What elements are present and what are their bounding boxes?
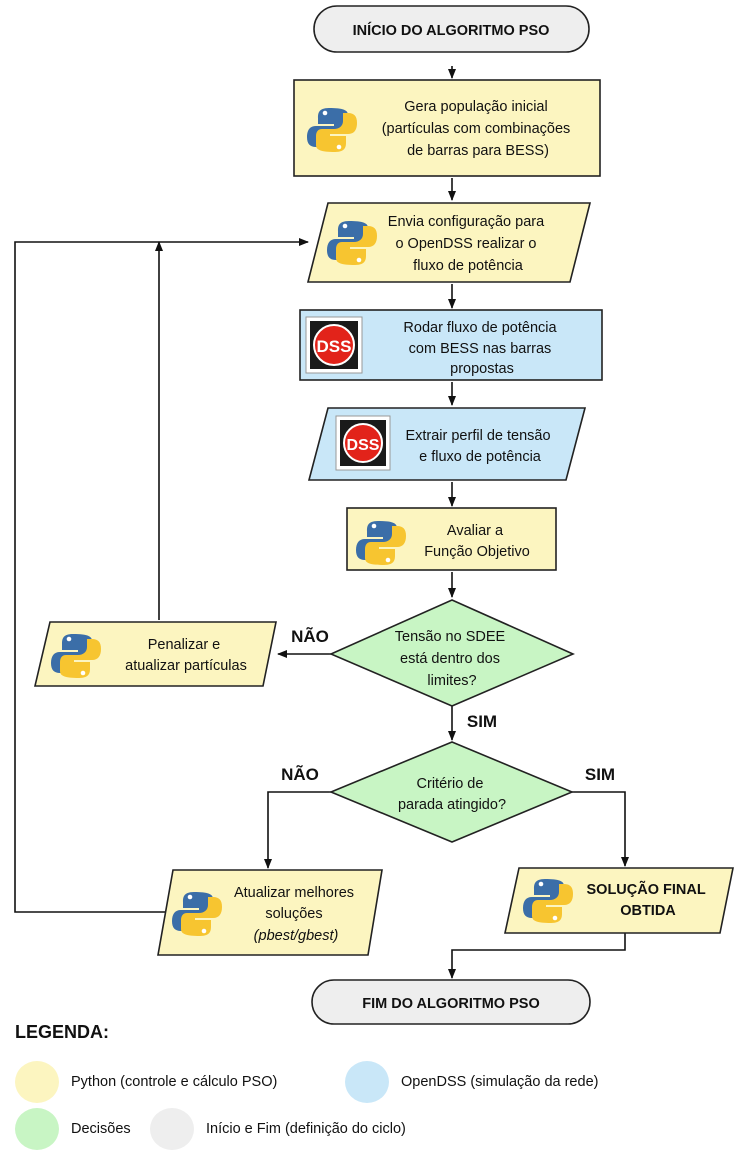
send-config-shape bbox=[306, 202, 592, 283]
penalize-label: Penalizar e atualizar partículas bbox=[125, 637, 247, 674]
stop-criterion-shape bbox=[328, 741, 575, 843]
penalize-shape bbox=[33, 621, 277, 687]
legend-label-decision: Decisões bbox=[71, 1121, 131, 1137]
final-solution-node: SOLUÇÃO FINAL OBTIDA bbox=[504, 867, 734, 934]
start-node-shape bbox=[313, 5, 590, 53]
voltage-check-shape bbox=[329, 599, 575, 707]
update-best-shape bbox=[157, 869, 383, 956]
opendss-logo-icon: DSS bbox=[305, 316, 363, 374]
legend-swatch-opendss bbox=[345, 1061, 389, 1103]
penalize-node: Penalizar e atualizar partículas bbox=[33, 621, 277, 687]
update-best-label: Atualizar melhores soluções (pbest/gbest… bbox=[234, 885, 358, 944]
edge-label-stop-no: NÃO bbox=[281, 764, 319, 784]
legend-label-python: Python (controle e cálculo PSO) bbox=[71, 1074, 278, 1090]
legend-swatch-decision bbox=[15, 1108, 59, 1150]
end-node-label: FIM DO ALGORITMO PSO bbox=[362, 996, 539, 1012]
legend-swatch-python bbox=[15, 1061, 59, 1103]
evaluate-objective-node: Avaliar a Função Objetivo bbox=[346, 507, 557, 571]
start-node-label: INÍCIO DO ALGORITMO PSO bbox=[353, 22, 550, 39]
svg-text:DSS: DSS bbox=[317, 337, 352, 356]
final-solution-label: SOLUÇÃO FINAL OBTIDA bbox=[587, 880, 710, 919]
legend-item-opendss: OpenDSS (simulação da rede) bbox=[345, 1061, 598, 1103]
stop-criterion-decision: Critério de parada atingido? bbox=[328, 741, 575, 843]
init-population-label: Gera população inicial (partículas com c… bbox=[382, 99, 575, 159]
edge-label-stop-yes: SIM bbox=[585, 765, 615, 784]
end-node: FIM DO ALGORITMO PSO bbox=[311, 979, 591, 1025]
legend-item-decision: Decisões bbox=[15, 1108, 131, 1150]
legend-label-terminal: Início e Fim (definição do ciclo) bbox=[206, 1121, 406, 1137]
evaluate-objective-label: Avaliar a Função Objetivo bbox=[424, 523, 530, 560]
legend-title: LEGENDA: bbox=[15, 1022, 109, 1042]
run-power-flow-label: Rodar fluxo de potência com BESS nas bar… bbox=[403, 320, 560, 377]
edge-final-to-end bbox=[448, 933, 626, 979]
edge-label-voltage-yes: SIM bbox=[467, 712, 497, 731]
legend-label-opendss: OpenDSS (simulação da rede) bbox=[401, 1074, 599, 1090]
legend-swatch-terminal bbox=[150, 1108, 194, 1150]
end-node-shape bbox=[311, 979, 591, 1025]
legend-item-terminal: Início e Fim (definição do ciclo) bbox=[150, 1108, 406, 1150]
edge-label-voltage-no: NÃO bbox=[291, 626, 329, 646]
edge-stop-no bbox=[264, 791, 331, 869]
legend-item-python: Python (controle e cálculo PSO) bbox=[15, 1061, 277, 1103]
stop-criterion-label: Critério de parada atingido? bbox=[398, 776, 506, 813]
opendss-logo-icon: DSS bbox=[335, 415, 391, 471]
init-population-node: Gera população inicial (partículas com c… bbox=[293, 79, 601, 177]
run-power-flow-node: DSS Rodar fluxo de potência com BESS nas… bbox=[299, 309, 603, 381]
voltage-check-decision: Tensão no SDEE está dentro dos limites? bbox=[329, 599, 575, 707]
voltage-check-label: Tensão no SDEE está dentro dos limites? bbox=[395, 629, 509, 689]
send-config-label: Envia configuração para o OpenDSS realiz… bbox=[388, 214, 548, 274]
edge-update-loop bbox=[14, 238, 309, 913]
edge-stop-yes bbox=[572, 791, 629, 867]
send-config-node: Envia configuração para o OpenDSS realiz… bbox=[306, 202, 592, 283]
update-best-node: Atualizar melhores soluções (pbest/gbest… bbox=[157, 869, 383, 956]
start-node: INÍCIO DO ALGORITMO PSO bbox=[313, 5, 590, 53]
connectors bbox=[14, 66, 629, 979]
extract-profile-label: Extrair perfil de tensão e fluxo de potê… bbox=[405, 428, 554, 465]
extract-profile-node: DSS Extrair perfil de tensão e fluxo de … bbox=[307, 407, 587, 481]
svg-text:DSS: DSS bbox=[347, 437, 380, 454]
